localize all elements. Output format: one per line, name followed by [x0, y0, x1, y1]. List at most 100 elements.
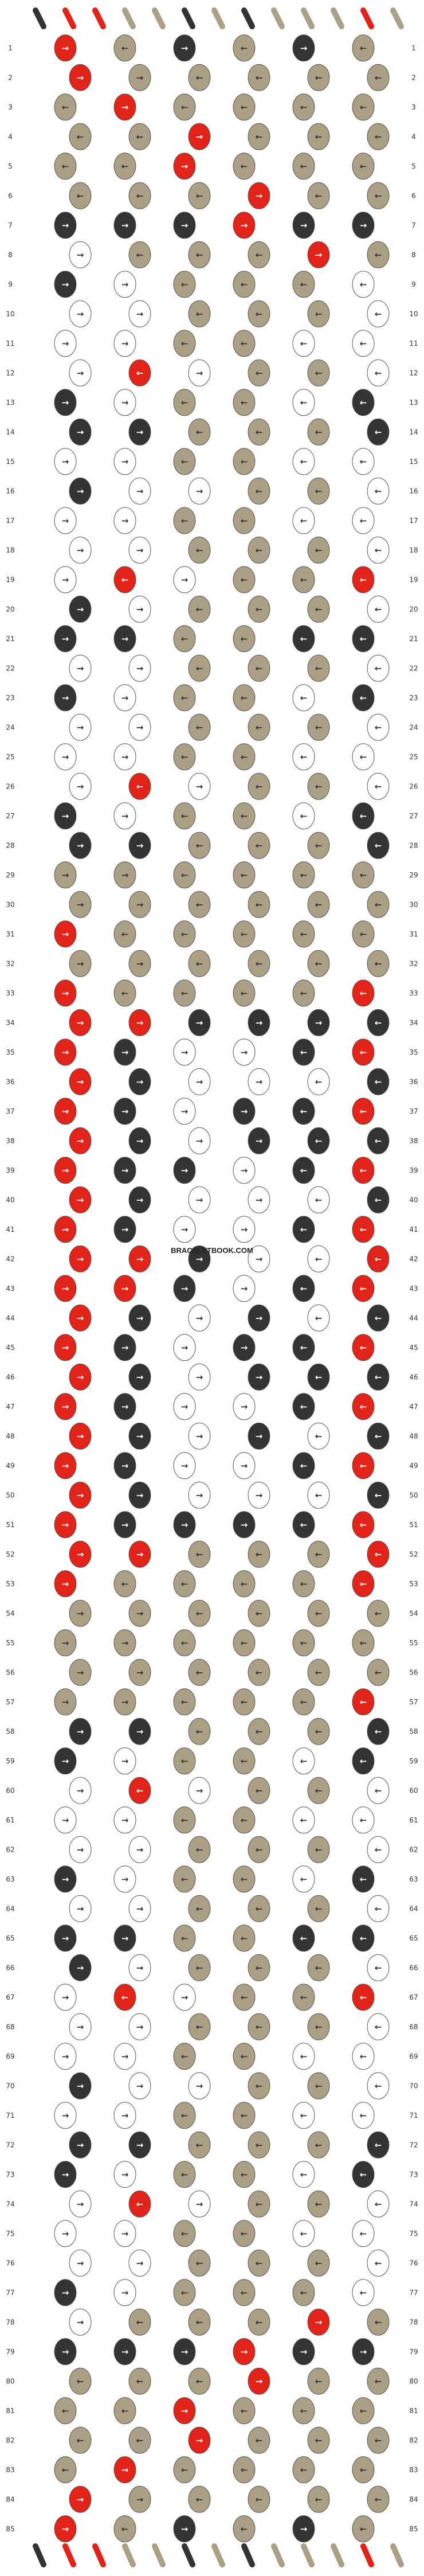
knot-arrow: ←	[315, 1135, 323, 1146]
knot-arrow: ←	[360, 1047, 367, 1057]
knot-arrow: ←	[241, 279, 248, 290]
top-string-9	[271, 7, 285, 29]
row-number-left: 12	[6, 369, 14, 377]
knot: ←	[352, 920, 375, 948]
row-number-left: 25	[6, 753, 14, 761]
row-number-left: 44	[6, 1314, 14, 1322]
row-number-left: 22	[6, 664, 14, 672]
knot-arrow: →	[196, 368, 203, 378]
knot: →	[69, 950, 92, 977]
knot-arrow: →	[121, 2228, 129, 2239]
knot-arrow: ←	[375, 1667, 382, 1677]
knot-arrow: ←	[315, 1372, 323, 1382]
knot-arrow: ←	[196, 249, 203, 260]
knot: ←	[248, 595, 270, 623]
knot-arrow: ←	[315, 131, 323, 142]
knot-arrow: →	[77, 2258, 84, 2268]
knot: →	[69, 1658, 92, 1686]
knot: →	[54, 2338, 77, 2366]
knot: →	[54, 389, 77, 416]
knot-arrow: ←	[256, 899, 263, 910]
knot: ←	[352, 2515, 375, 2543]
row-number-left: 9	[8, 280, 13, 288]
knot-arrow: →	[77, 1254, 84, 1264]
row-number-right: 20	[409, 605, 418, 613]
knot: ←	[248, 123, 270, 150]
knot: →	[113, 1747, 136, 1775]
knot-arrow: ←	[375, 1844, 382, 1855]
knot: ←	[352, 861, 375, 889]
row-number-right: 14	[409, 428, 418, 436]
knot: ←	[113, 979, 136, 1007]
row-number-left: 41	[6, 1225, 14, 1234]
knot: ←	[233, 448, 256, 475]
knot-arrow: ←	[375, 1313, 382, 1323]
row-number-right: 12	[409, 369, 418, 377]
row-number-left: 18	[6, 546, 14, 554]
knot-arrow: →	[196, 1431, 203, 1441]
knot-arrow: ←	[315, 1195, 323, 1205]
knot-arrow: →	[136, 604, 144, 614]
knot-arrow: ←	[360, 2524, 367, 2534]
knot-arrow: →	[121, 2110, 129, 2121]
knot: →	[128, 1068, 151, 1095]
knot-arrow: ←	[315, 1313, 323, 1323]
knot: →	[173, 1098, 196, 1125]
knot: ←	[367, 2426, 390, 2454]
knot: ←	[248, 713, 270, 741]
knot: ←	[367, 713, 390, 741]
knot: ←	[188, 1954, 211, 1981]
knot: ←	[248, 2426, 270, 2454]
knot: →	[248, 1363, 270, 1391]
knot: ←	[352, 802, 375, 830]
knot: ←	[307, 2013, 330, 2040]
row-numbers-right: 1234567891011121314151617181920212223242…	[409, 44, 418, 2533]
knot-arrow: →	[121, 1165, 129, 1176]
row-number-left: 54	[6, 1609, 14, 1617]
knot-arrow: →	[62, 2110, 69, 2121]
knot: ←	[128, 123, 151, 150]
row-number-right: 36	[409, 1078, 418, 1086]
knot-arrow: →	[196, 1254, 203, 1264]
knot: →	[54, 1511, 77, 1539]
knot-arrow: ←	[315, 1726, 323, 1736]
row-number-left: 48	[6, 1432, 14, 1440]
knot-arrow: ←	[62, 161, 69, 171]
knot: →	[69, 241, 92, 268]
knot: →	[54, 2220, 77, 2247]
knot: →	[69, 477, 92, 505]
knot-arrow: ←	[315, 1962, 323, 1973]
knot-arrow: →	[136, 1726, 144, 1736]
knot-arrow: →	[136, 2021, 144, 2032]
row-number-right: 65	[409, 1934, 418, 1942]
knot-arrow: ←	[181, 988, 189, 998]
row-number-left: 56	[6, 1668, 14, 1676]
knot-arrow: ←	[360, 1224, 367, 1235]
knot: ←	[173, 1629, 196, 1657]
knot: →	[188, 1777, 211, 1804]
knot: ←	[248, 2308, 270, 2336]
row-number-right: 56	[409, 1668, 418, 1676]
knot-arrow: ←	[315, 1076, 323, 1087]
knot: ←	[307, 123, 330, 150]
knot-arrow: →	[256, 1431, 263, 1441]
knot-arrow: ←	[360, 870, 367, 880]
knot-arrow: →	[121, 693, 129, 703]
knot-arrow: ←	[315, 604, 323, 614]
row-number-left: 8	[8, 251, 13, 259]
knot-arrow: →	[256, 2376, 263, 2386]
knot: →	[54, 1865, 77, 1893]
knot: ←	[367, 2131, 390, 2159]
knot: ←	[307, 2249, 330, 2277]
row-number-right: 63	[409, 1875, 418, 1883]
knot: ←	[352, 1747, 375, 1775]
knot-arrow: →	[256, 1372, 263, 1382]
knot: →	[188, 1481, 211, 1509]
row-number-left: 58	[6, 1727, 14, 1735]
knot: ←	[292, 566, 315, 594]
knot-arrow: ←	[360, 1402, 367, 1412]
knot-arrow: ←	[315, 958, 323, 969]
knot-arrow: →	[121, 1106, 129, 1117]
knot: →	[128, 1954, 151, 1981]
knot-arrow: →	[181, 220, 189, 231]
